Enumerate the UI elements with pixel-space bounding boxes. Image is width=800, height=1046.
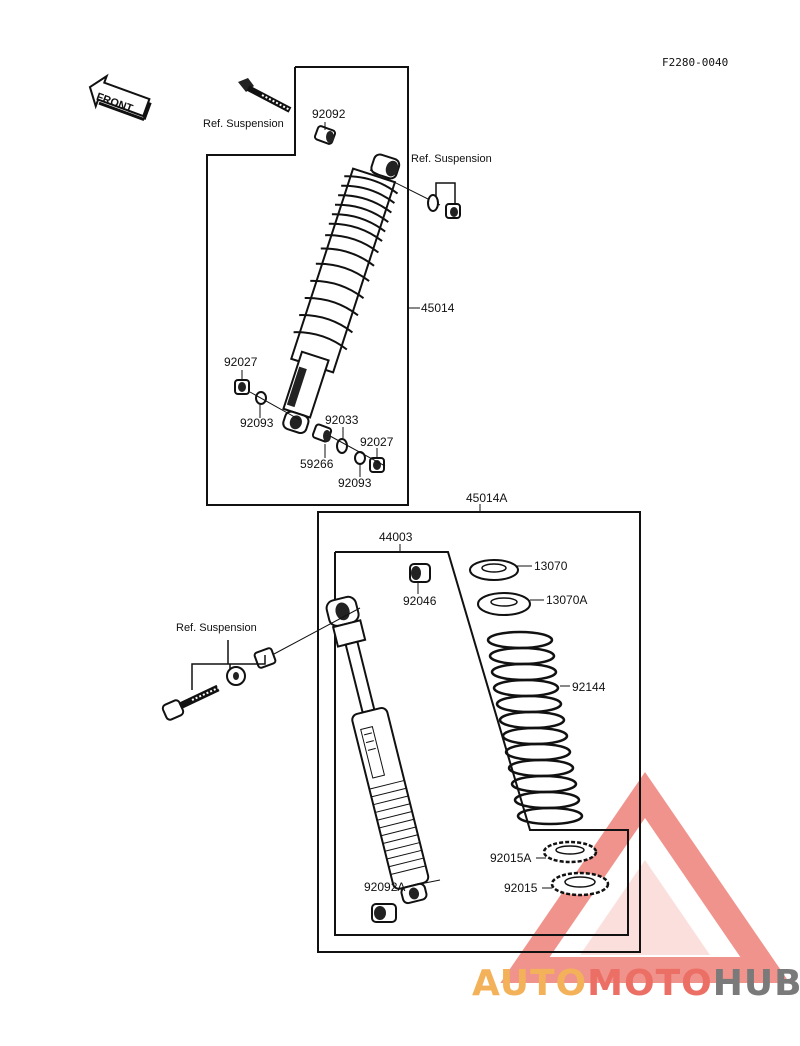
diagram-code: F2280-0040 — [662, 56, 729, 69]
part-label-92027b: 92027 — [360, 435, 394, 449]
part-label-92015: 92015 — [504, 881, 538, 895]
part-label-92015A: 92015A — [490, 851, 532, 865]
lock-nut-92015A-icon — [542, 840, 598, 864]
collar-59266-icon — [311, 423, 333, 443]
watermark-part1: AUTO — [472, 963, 588, 1004]
lower-shock-absorber-icon — [325, 595, 430, 905]
part-label-92033: 92033 — [325, 413, 359, 427]
washer-icon — [427, 194, 439, 212]
part-label-92093a: 92093 — [240, 416, 274, 430]
nut-icon — [445, 203, 461, 219]
collar-92092A-icon — [371, 903, 397, 923]
watermark-logo: AUTOMOTOHUB — [472, 963, 800, 1004]
spring-seat-13070-icon — [469, 559, 519, 581]
lock-nut-92015-icon — [550, 871, 610, 897]
part-label-13070: 13070 — [534, 559, 568, 573]
part-label-59266: 59266 — [300, 457, 334, 471]
upper-bolt-icon — [238, 78, 292, 113]
watermark-part2: MOTO — [587, 963, 713, 1004]
collar-92027-icon — [234, 379, 250, 395]
part-label-92093b: 92093 — [338, 476, 372, 490]
part-label-45014A: 45014A — [466, 491, 508, 505]
part-label-45014: 45014 — [421, 301, 455, 315]
part-label-13070A: 13070A — [546, 593, 588, 607]
collar-92092-icon — [313, 125, 337, 145]
part-label-44003: 44003 — [379, 530, 413, 544]
part-label-92092A: 92092A — [364, 880, 406, 894]
lower-nut-icon — [226, 666, 246, 686]
watermark-part3: HUB — [712, 963, 800, 1004]
part-label-92092: 92092 — [312, 107, 346, 121]
lower-bolt-icon — [161, 684, 220, 721]
oring-92033-icon — [336, 438, 348, 454]
upper-assembly-frame — [206, 66, 409, 506]
collar-92046-icon — [409, 563, 431, 583]
coil-spring-92144-icon — [486, 630, 584, 826]
ref-suspension-label-3: Ref. Suspension — [176, 622, 257, 634]
part-label-92027a: 92027 — [224, 355, 258, 369]
front-arrow-icon — [88, 73, 152, 121]
part-label-92046: 92046 — [403, 594, 437, 608]
part-label-92144: 92144 — [572, 680, 606, 694]
shock-unit-frame — [334, 551, 629, 936]
lower-assembly-frame — [317, 511, 641, 953]
nut-92027b-icon — [369, 457, 385, 473]
spring-seat-13070A-icon — [477, 592, 531, 616]
ref-suspension-label-1: Ref. Suspension — [203, 118, 284, 130]
ref-suspension-label-2: Ref. Suspension — [411, 153, 492, 165]
upper-shock-absorber-icon — [282, 153, 401, 435]
